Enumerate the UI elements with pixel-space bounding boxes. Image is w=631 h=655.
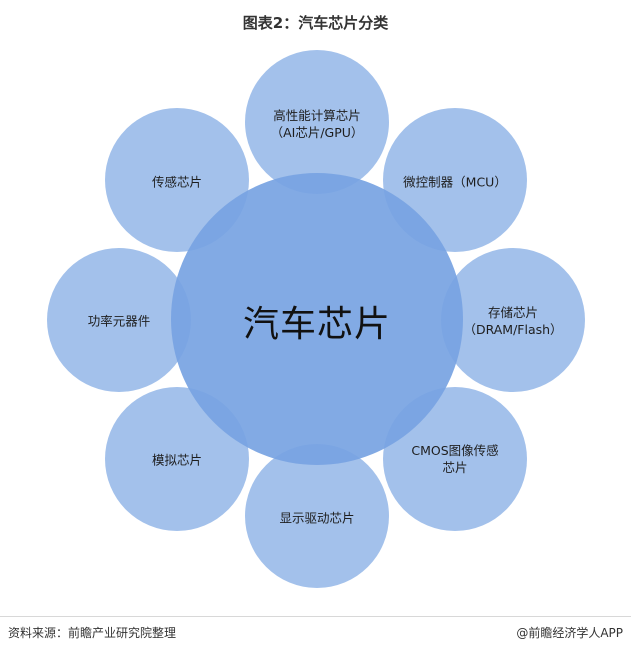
footer-divider [0, 616, 631, 617]
category-label-line1: 显示驱动芯片 [279, 510, 355, 526]
category-circle-power [47, 248, 191, 392]
category-label-line1: 高性能计算芯片 [273, 108, 361, 123]
category-label-line1: 传感芯片 [151, 174, 203, 190]
category-label-display-driver: 显示驱动芯片 [279, 510, 354, 527]
category-circle-display-driver [245, 444, 389, 588]
category-label-analog: 模拟芯片 [152, 452, 202, 469]
category-circle-hpc [245, 50, 389, 194]
category-label-line2: 芯片 [442, 460, 468, 475]
category-label-line2: （DRAM/Flash） [463, 322, 563, 337]
category-label-power: 功率元器件 [88, 313, 151, 330]
figure-title: 图表2：汽车芯片分类 [242, 14, 389, 32]
category-circle-memory [441, 248, 585, 392]
chip-classification-diagram: 汽车芯片 高性能计算芯片 （AI芯片/GPU） 微控制器（MCU） 存储芯片 （… [0, 36, 631, 616]
category-label-hpc: 高性能计算芯片 （AI芯片/GPU） [271, 107, 364, 141]
category-label-line1: 存储芯片 [487, 305, 539, 320]
category-label-line1: CMOS图像传感 [411, 443, 499, 458]
source-note: 资料来源：前瞻产业研究院整理 [8, 626, 177, 640]
category-label-line1: 功率元器件 [87, 313, 151, 329]
category-label-memory: 存储芯片 （DRAM/Flash） [463, 304, 562, 338]
category-label-cmos: CMOS图像传感 芯片 [411, 442, 498, 476]
category-label-line1: 微控制器（MCU） [403, 174, 507, 190]
center-label: 汽车芯片 [242, 304, 392, 345]
category-label-line2: （AI芯片/GPU） [270, 125, 364, 140]
category-label-line1: 模拟芯片 [151, 452, 203, 468]
credit-note: @前瞻经济学人APP [516, 626, 623, 640]
center-circle [171, 173, 463, 465]
category-label-sensor: 传感芯片 [152, 174, 202, 191]
category-label-mcu: 微控制器（MCU） [403, 174, 507, 191]
